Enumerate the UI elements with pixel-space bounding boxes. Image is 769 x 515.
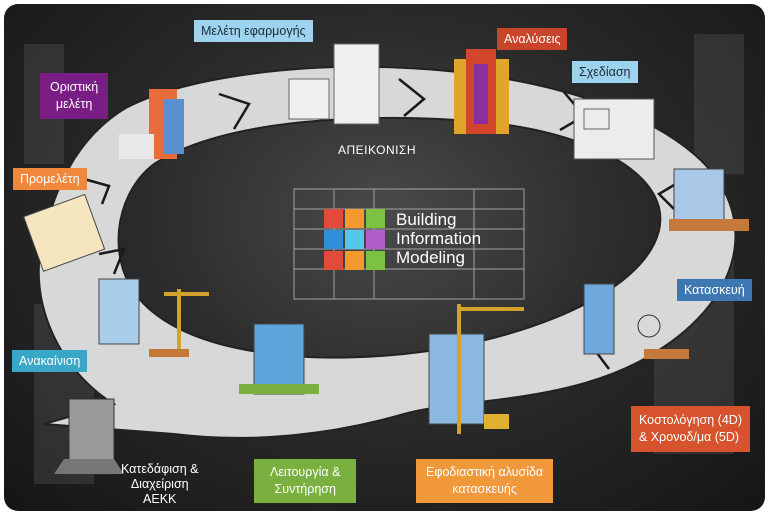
center-title-line-1: Building — [396, 210, 457, 229]
final-study-line-1: Οριστική — [50, 80, 99, 94]
design-blueprint-icon — [573, 98, 655, 160]
bim-lifecycle-diagram: Μελέτη εφαρμογής Αναλύσεις Σχεδίαση Ορισ… — [4, 4, 765, 511]
preliminary-clipboard-icon — [23, 193, 106, 272]
bim-cube-block — [345, 209, 364, 228]
supply-chain-line-2: κατασκευής — [452, 482, 517, 496]
stage-icons — [23, 43, 749, 475]
construction-machine-icon — [669, 168, 749, 231]
stage-operation-label: Λειτουργία & Συντήρηση — [254, 459, 357, 503]
stage-application-study-label: Μελέτη εφαρμογής — [194, 20, 313, 42]
cost-schedule-tower-icon — [583, 283, 689, 359]
stage-supply-chain-label: Εφοδιαστική αλυσίδα κατασκευής — [416, 459, 554, 503]
bim-cube-block — [345, 230, 364, 249]
bim-cube-block — [324, 230, 343, 249]
operation-line-1: Λειτουργία & — [270, 465, 341, 479]
analyses-building-icon — [454, 49, 509, 134]
demolition-line-1: Κατεδάφιση & — [121, 462, 199, 476]
bim-cube-logo — [324, 209, 385, 270]
final-study-line-2: μελέτη — [55, 97, 93, 111]
final-study-building-icon — [119, 89, 184, 159]
bim-cube-block — [345, 251, 364, 270]
stage-preliminary-study-label: Προμελέτη — [13, 168, 87, 190]
cost-schedule-line-2: & Χρονοδ/μα (5D) — [639, 430, 740, 444]
stage-demolition-label: Κατεδάφιση & Διαχείριση ΑΕΚΚ — [121, 462, 198, 507]
stage-final-study-label: Οριστική μελέτη — [40, 73, 109, 119]
demolition-line-3: ΑΕΚΚ — [143, 492, 177, 506]
application-study-building-icon — [288, 43, 380, 125]
stage-construction-label: Κατασκευή — [677, 279, 752, 301]
stage-design-label: Σχεδίαση — [572, 61, 638, 83]
bim-cube-block — [324, 209, 343, 228]
bim-cube-block — [324, 251, 343, 270]
ring-visualization-label: ΑΠΕΙΚΟΝΙΣΗ — [338, 143, 417, 157]
supply-chain-line-1: Εφοδιαστική αλυσίδα — [426, 465, 544, 479]
demolition-line-2: Διαχείριση — [130, 477, 189, 491]
center-bim-title: Building Information Modeling — [396, 210, 481, 267]
demolition-rubble-icon — [54, 398, 124, 475]
renovation-crane-icon — [98, 278, 209, 357]
bim-cube-block — [366, 230, 385, 249]
operation-building-icon — [239, 323, 319, 395]
bim-cube-block — [366, 209, 385, 228]
bim-cube-block — [366, 251, 385, 270]
center-wireframe-building — [293, 188, 525, 300]
cost-schedule-line-1: Κοστολόγηση (4D) — [639, 413, 742, 427]
center-title-line-2: Information — [396, 229, 482, 248]
supply-chain-crane-icon — [428, 304, 524, 434]
operation-line-2: Συντήρηση — [274, 482, 336, 496]
stage-cost-schedule-label: Κοστολόγηση (4D) & Χρονοδ/μα (5D) — [631, 406, 750, 452]
stage-analyses-label: Αναλύσεις — [497, 28, 568, 50]
stage-renovation-label: Ανακαίνιση — [12, 350, 88, 372]
diagram-graphics — [23, 34, 749, 484]
center-title-line-3: Modeling — [396, 248, 465, 267]
